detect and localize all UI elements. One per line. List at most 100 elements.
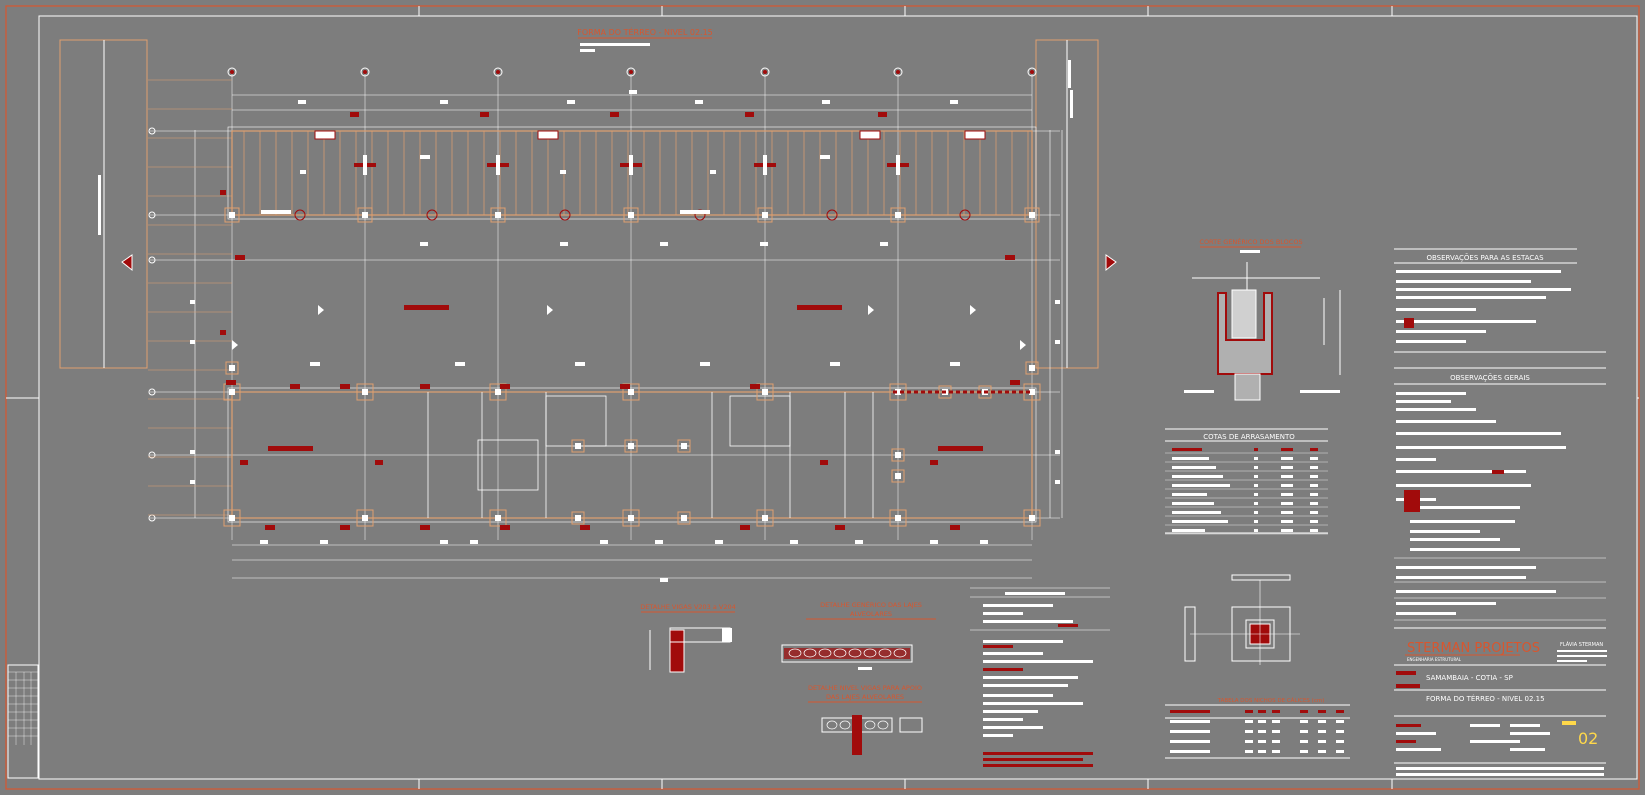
pile-cap	[756, 383, 774, 401]
column	[681, 515, 687, 521]
element-label	[220, 190, 226, 195]
pile-cap	[891, 448, 905, 462]
element-label	[420, 525, 430, 530]
column	[628, 443, 634, 449]
column	[1029, 515, 1035, 521]
table-cell	[1310, 457, 1318, 460]
detail-beams: DETALHE VIGAS V203 a V204	[640, 603, 736, 673]
piles-notes: OBSERVAÇÕES PARA AS ESTACAS	[1394, 248, 1606, 353]
column	[895, 389, 901, 395]
section-arrow	[868, 305, 874, 315]
element-label	[500, 384, 510, 389]
dimension-text	[1055, 340, 1060, 344]
note-text	[1396, 432, 1561, 435]
dimension-text	[700, 362, 710, 366]
note-text	[983, 758, 1083, 761]
dimension-text	[830, 362, 840, 366]
grid-bubble-mark	[363, 70, 367, 74]
dimension-text	[930, 540, 938, 544]
table-cell	[1310, 475, 1318, 478]
column	[762, 515, 768, 521]
note-text	[1396, 446, 1566, 449]
pile-cap	[624, 439, 638, 453]
note-text	[1396, 566, 1536, 569]
table-cell	[1300, 720, 1308, 723]
element-label	[745, 112, 754, 117]
column	[362, 389, 368, 395]
note-text	[983, 752, 1093, 755]
table-cell	[1310, 529, 1318, 532]
table-cell	[1172, 457, 1209, 460]
dimension-text	[950, 100, 958, 104]
pile-cap	[622, 509, 640, 527]
grid-bubble-mark	[1030, 70, 1034, 74]
dimension-text	[575, 362, 585, 366]
pile-cap	[890, 207, 906, 223]
column	[895, 212, 901, 218]
table-cell	[1170, 710, 1210, 713]
title-block-fields	[1396, 724, 1550, 751]
column	[762, 389, 768, 395]
pile-cap	[677, 511, 691, 525]
dimension-text	[1055, 480, 1060, 484]
column	[575, 443, 581, 449]
element-label	[340, 525, 350, 530]
svg-text:TABELA DOS NICHOS DE CÁLICES (: TABELA DOS NICHOS DE CÁLICES (cm)	[1217, 697, 1325, 704]
table-cell	[1258, 730, 1266, 733]
table-cell	[1281, 484, 1293, 487]
grid-bubble-mark	[763, 70, 767, 74]
table-cell	[1245, 750, 1253, 753]
column	[229, 212, 235, 218]
pile-circle	[559, 209, 571, 221]
note-text	[983, 726, 1043, 729]
svg-text:DAS LAJES ALVEOLARES: DAS LAJES ALVEOLARES	[826, 693, 904, 701]
pile-cap	[756, 509, 774, 527]
note-text	[1396, 602, 1496, 605]
table-cell	[1300, 750, 1308, 753]
author-name: FLÁVIA STERMAN	[1560, 641, 1603, 648]
upper-beam-band	[227, 126, 1037, 220]
svg-text:ALVEOLARES: ALVEOLARES	[850, 610, 892, 618]
column	[681, 443, 687, 449]
column	[895, 452, 901, 458]
pile-cap	[356, 383, 374, 401]
table-cell	[1318, 720, 1326, 723]
column	[495, 515, 501, 521]
element-label	[580, 525, 590, 530]
grid-bubble	[360, 67, 370, 77]
dimension-text	[655, 540, 663, 544]
grid-bubble-mark	[496, 70, 500, 74]
dimension-text	[455, 362, 465, 366]
column	[362, 212, 368, 218]
section-arrow	[232, 340, 238, 350]
table-cell	[1258, 720, 1266, 723]
section-arrow	[547, 305, 553, 315]
pile-cap	[1025, 361, 1039, 375]
dimension-text	[680, 210, 710, 214]
note-text	[1410, 538, 1500, 541]
table-cell	[1318, 730, 1326, 733]
dimension-lines	[194, 94, 1063, 579]
level-text	[1070, 90, 1073, 118]
column	[896, 155, 900, 175]
table-cell	[1300, 740, 1308, 743]
pile-cap	[356, 509, 374, 527]
element-label	[240, 460, 248, 465]
note-text	[1396, 470, 1526, 473]
element-label	[226, 380, 236, 385]
column	[763, 155, 767, 175]
title-field	[1470, 740, 1520, 743]
table-cell	[1245, 720, 1253, 723]
table-cell	[1336, 710, 1344, 713]
grid-bubble	[626, 67, 636, 77]
dimension-text	[470, 540, 478, 544]
element-label	[930, 460, 938, 465]
beam-tag	[859, 130, 881, 140]
grid-bubble	[893, 67, 903, 77]
dimension-text	[629, 90, 637, 94]
note-text	[983, 640, 1063, 643]
column	[229, 515, 235, 521]
note-text	[1058, 624, 1078, 627]
dimension-text	[190, 340, 195, 344]
